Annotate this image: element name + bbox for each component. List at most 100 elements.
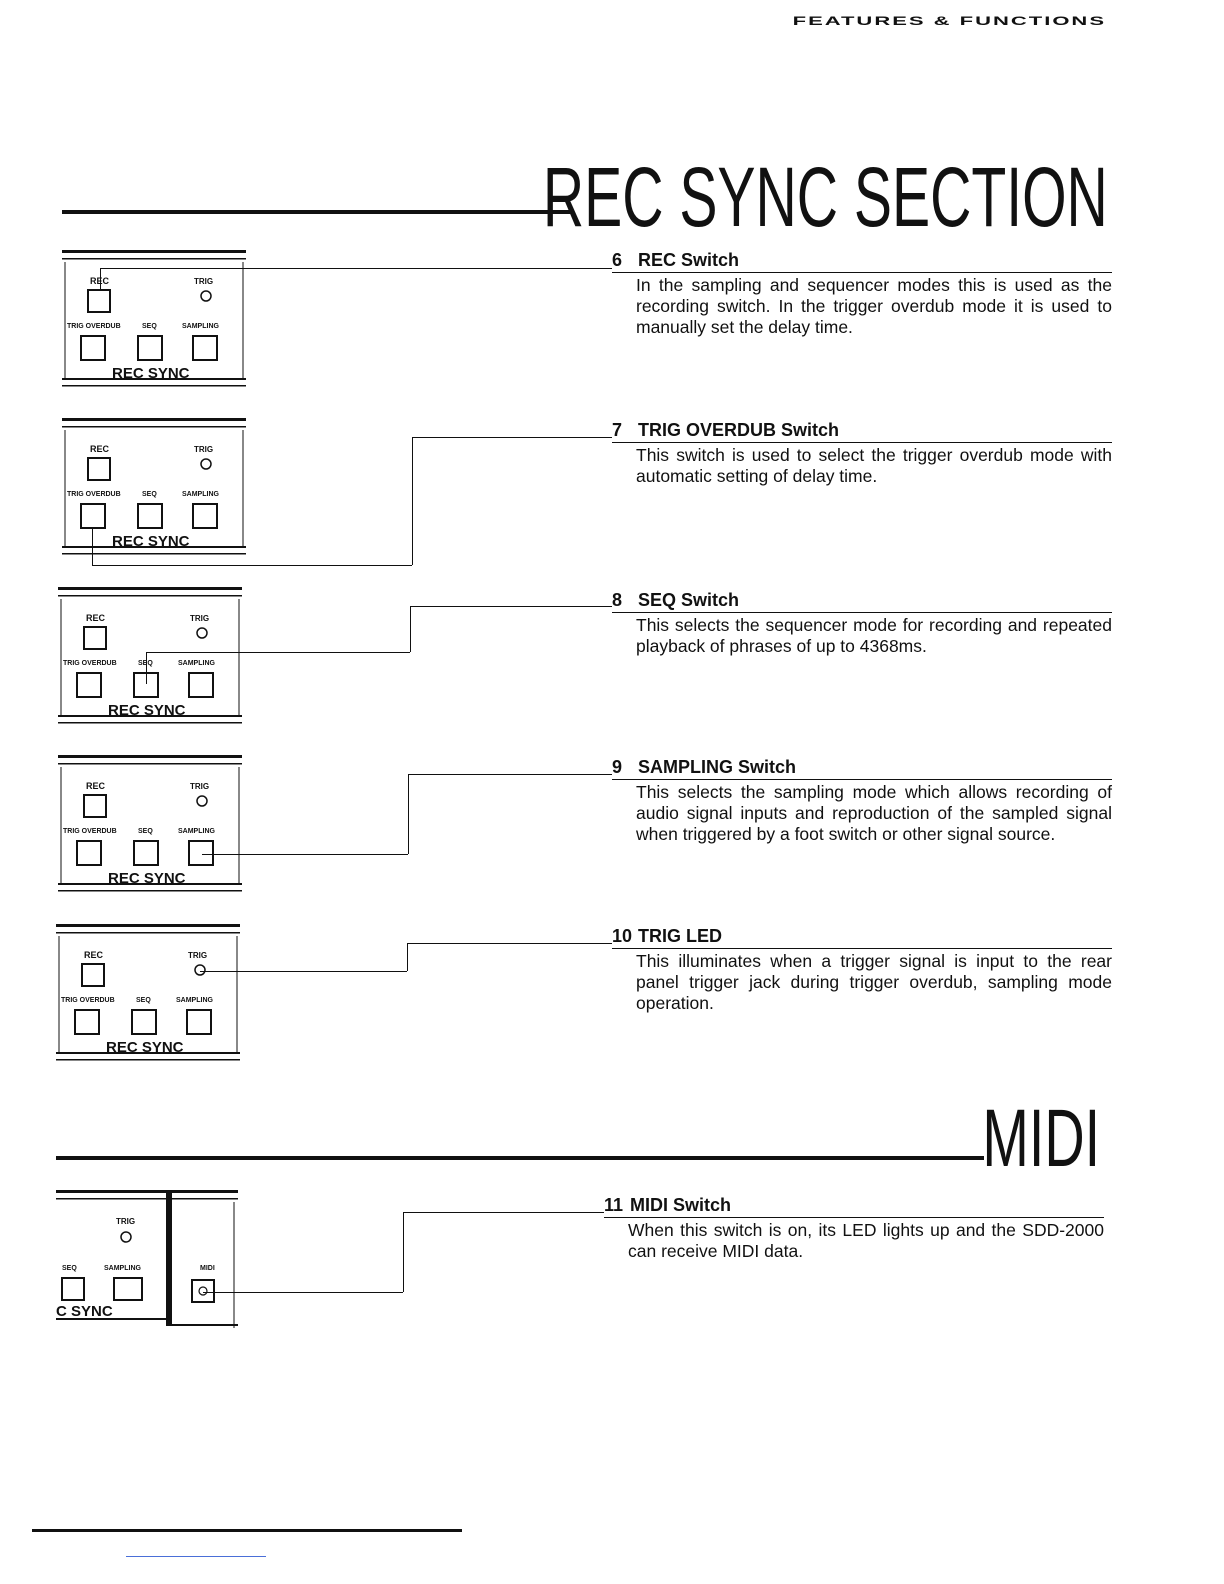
entry-text: This selects the sequencer mode for reco… [636,615,1112,656]
sampling-button[interactable] [192,503,218,529]
leader-line-trig-led [407,943,612,944]
leader-line-rec-drop [100,268,101,290]
seq-button[interactable] [131,1009,157,1035]
panel-rec-sync-drawing: REC TRIG TRIG OVERDUB SEQ SAMPLING REC S… [62,418,246,555]
label-rec-sync: REC SYNC [112,365,190,382]
seq-button[interactable] [137,335,163,361]
leader-line-sampling [408,774,612,775]
section-rule [56,1156,984,1160]
label-trig-overdub: TRIG OVERDUB [63,828,117,835]
label-trig: TRIG [188,951,207,960]
panel-rec-sync-drawing: REC TRIG TRIG OVERDUB SEQ SAMPLING REC S… [58,755,242,892]
label-trig: TRIG [190,614,209,623]
label-sampling: SAMPLING [176,997,214,1004]
seq-button[interactable] [137,503,163,529]
trig-overdub-button[interactable] [76,840,102,866]
leader-line-sampling-vertical [408,774,409,854]
entry-number: 9 [612,757,623,777]
entry-text: This illuminates when a trigger signal i… [636,951,1112,1013]
panel-rec-sync: REC TRIG TRIG OVERDUB SEQ SAMPLING REC S… [62,418,246,558]
rec-button[interactable] [81,963,105,987]
sampling-button[interactable] [188,672,214,698]
trig-led [120,1231,132,1243]
entry-number: 11 [604,1195,624,1215]
seq-button[interactable] [61,1277,85,1301]
label-trig-overdub: TRIG OVERDUB [61,997,115,1004]
panel-midi-drawing: TRIG SEQ SAMPLING MIDI C SYNC [56,1190,238,1328]
panel-rec-sync-drawing: REC TRIG TRIG OVERDUB SEQ SAMPLING REC S… [56,924,240,1061]
trig-overdub-button[interactable] [74,1009,100,1035]
label-trig: TRIG [194,445,213,454]
trig-overdub-button[interactable] [76,672,102,698]
panel-rec-sync: REC TRIG TRIG OVERDUB SEQ SAMPLING REC S… [58,755,242,895]
section-title-rec-sync: REC SYNC SECTION [543,150,1108,244]
trig-overdub-button[interactable] [80,335,106,361]
leader-line-trig-overdub-up [92,528,93,565]
label-seq: SEQ [142,323,157,330]
midi-button[interactable] [191,1279,215,1303]
entry-title: TRIG LED [638,926,722,946]
entry-text: In the sampling and sequencer modes this… [636,275,1112,337]
entry-number: 6 [612,250,623,270]
sampling-button[interactable] [188,840,214,866]
footer-rule [32,1529,462,1532]
label-sampling: SAMPLING [178,660,216,667]
leader-line-seq-down [146,652,147,684]
entry-text: This selects the sampling mode which all… [636,782,1112,844]
leader-line-midi-vertical [403,1212,404,1292]
leader-line-midi [403,1212,604,1213]
label-sampling: SAMPLING [182,323,220,330]
rec-button[interactable] [87,289,111,313]
leader-line-midi-horizontal [203,1292,403,1293]
label-trig: TRIG [190,782,209,791]
sampling-button[interactable] [192,335,218,361]
entry-title: SAMPLING Switch [638,757,797,777]
label-trig-overdub: TRIG OVERDUB [63,660,117,667]
label-sampling: SAMPLING [182,491,220,498]
label-sampling: SAMPLING [178,828,216,835]
label-rec-sync: REC SYNC [108,702,186,719]
label-trig: TRIG [194,277,213,286]
panel-rec-sync-drawing: REC TRIG TRIG OVERDUB SEQ SAMPLING REC S… [62,250,246,387]
trig-led [200,458,212,470]
label-midi: MIDI [200,1265,215,1272]
label-seq: SEQ [136,997,151,1004]
sampling-button[interactable] [113,1277,143,1301]
trig-led [196,795,208,807]
entry-title: REC Switch [638,250,740,270]
trig-led [194,964,206,976]
label-rec: REC [90,276,110,286]
trig-overdub-button[interactable] [80,503,106,529]
rec-button[interactable] [87,457,111,481]
leader-line-trig-overdub [412,437,612,438]
section-rule [62,210,574,214]
leader-line-seq-vertical [410,606,411,652]
entry-sampling-switch: 9 SAMPLING Switch This selects the sampli… [612,757,1112,845]
entry-text: This switch is used to select the trigge… [636,445,1112,486]
leader-line-sampling-horizontal [202,854,408,855]
label-rec-sync: REC SYNC [108,870,186,887]
label-rec: REC [86,781,106,791]
rec-button[interactable] [83,794,107,818]
label-rec: REC [86,613,106,623]
label-seq: SEQ [138,660,153,667]
entry-text: When this switch is on, its LED lights u… [628,1220,1104,1261]
footer-blue-line [126,1556,266,1557]
entry-rec-switch: 6 REC Switch In the sampling and sequence… [612,250,1112,338]
seq-button[interactable] [133,840,159,866]
rec-button[interactable] [83,626,107,650]
entry-number: 7 [612,420,623,440]
label-trig: TRIG [116,1217,135,1226]
label-rec: REC [90,444,110,454]
entry-number: 8 [612,590,623,610]
running-header: FEATURES & FUNCTIONS [792,14,1106,28]
label-rec-sync: REC SYNC [112,533,190,550]
sampling-button[interactable] [186,1009,212,1035]
leader-line-trig-led-vertical [407,943,408,971]
panel-midi: TRIG SEQ SAMPLING MIDI C SYNC [56,1190,240,1330]
leader-line-seq-horizontal [146,652,410,653]
